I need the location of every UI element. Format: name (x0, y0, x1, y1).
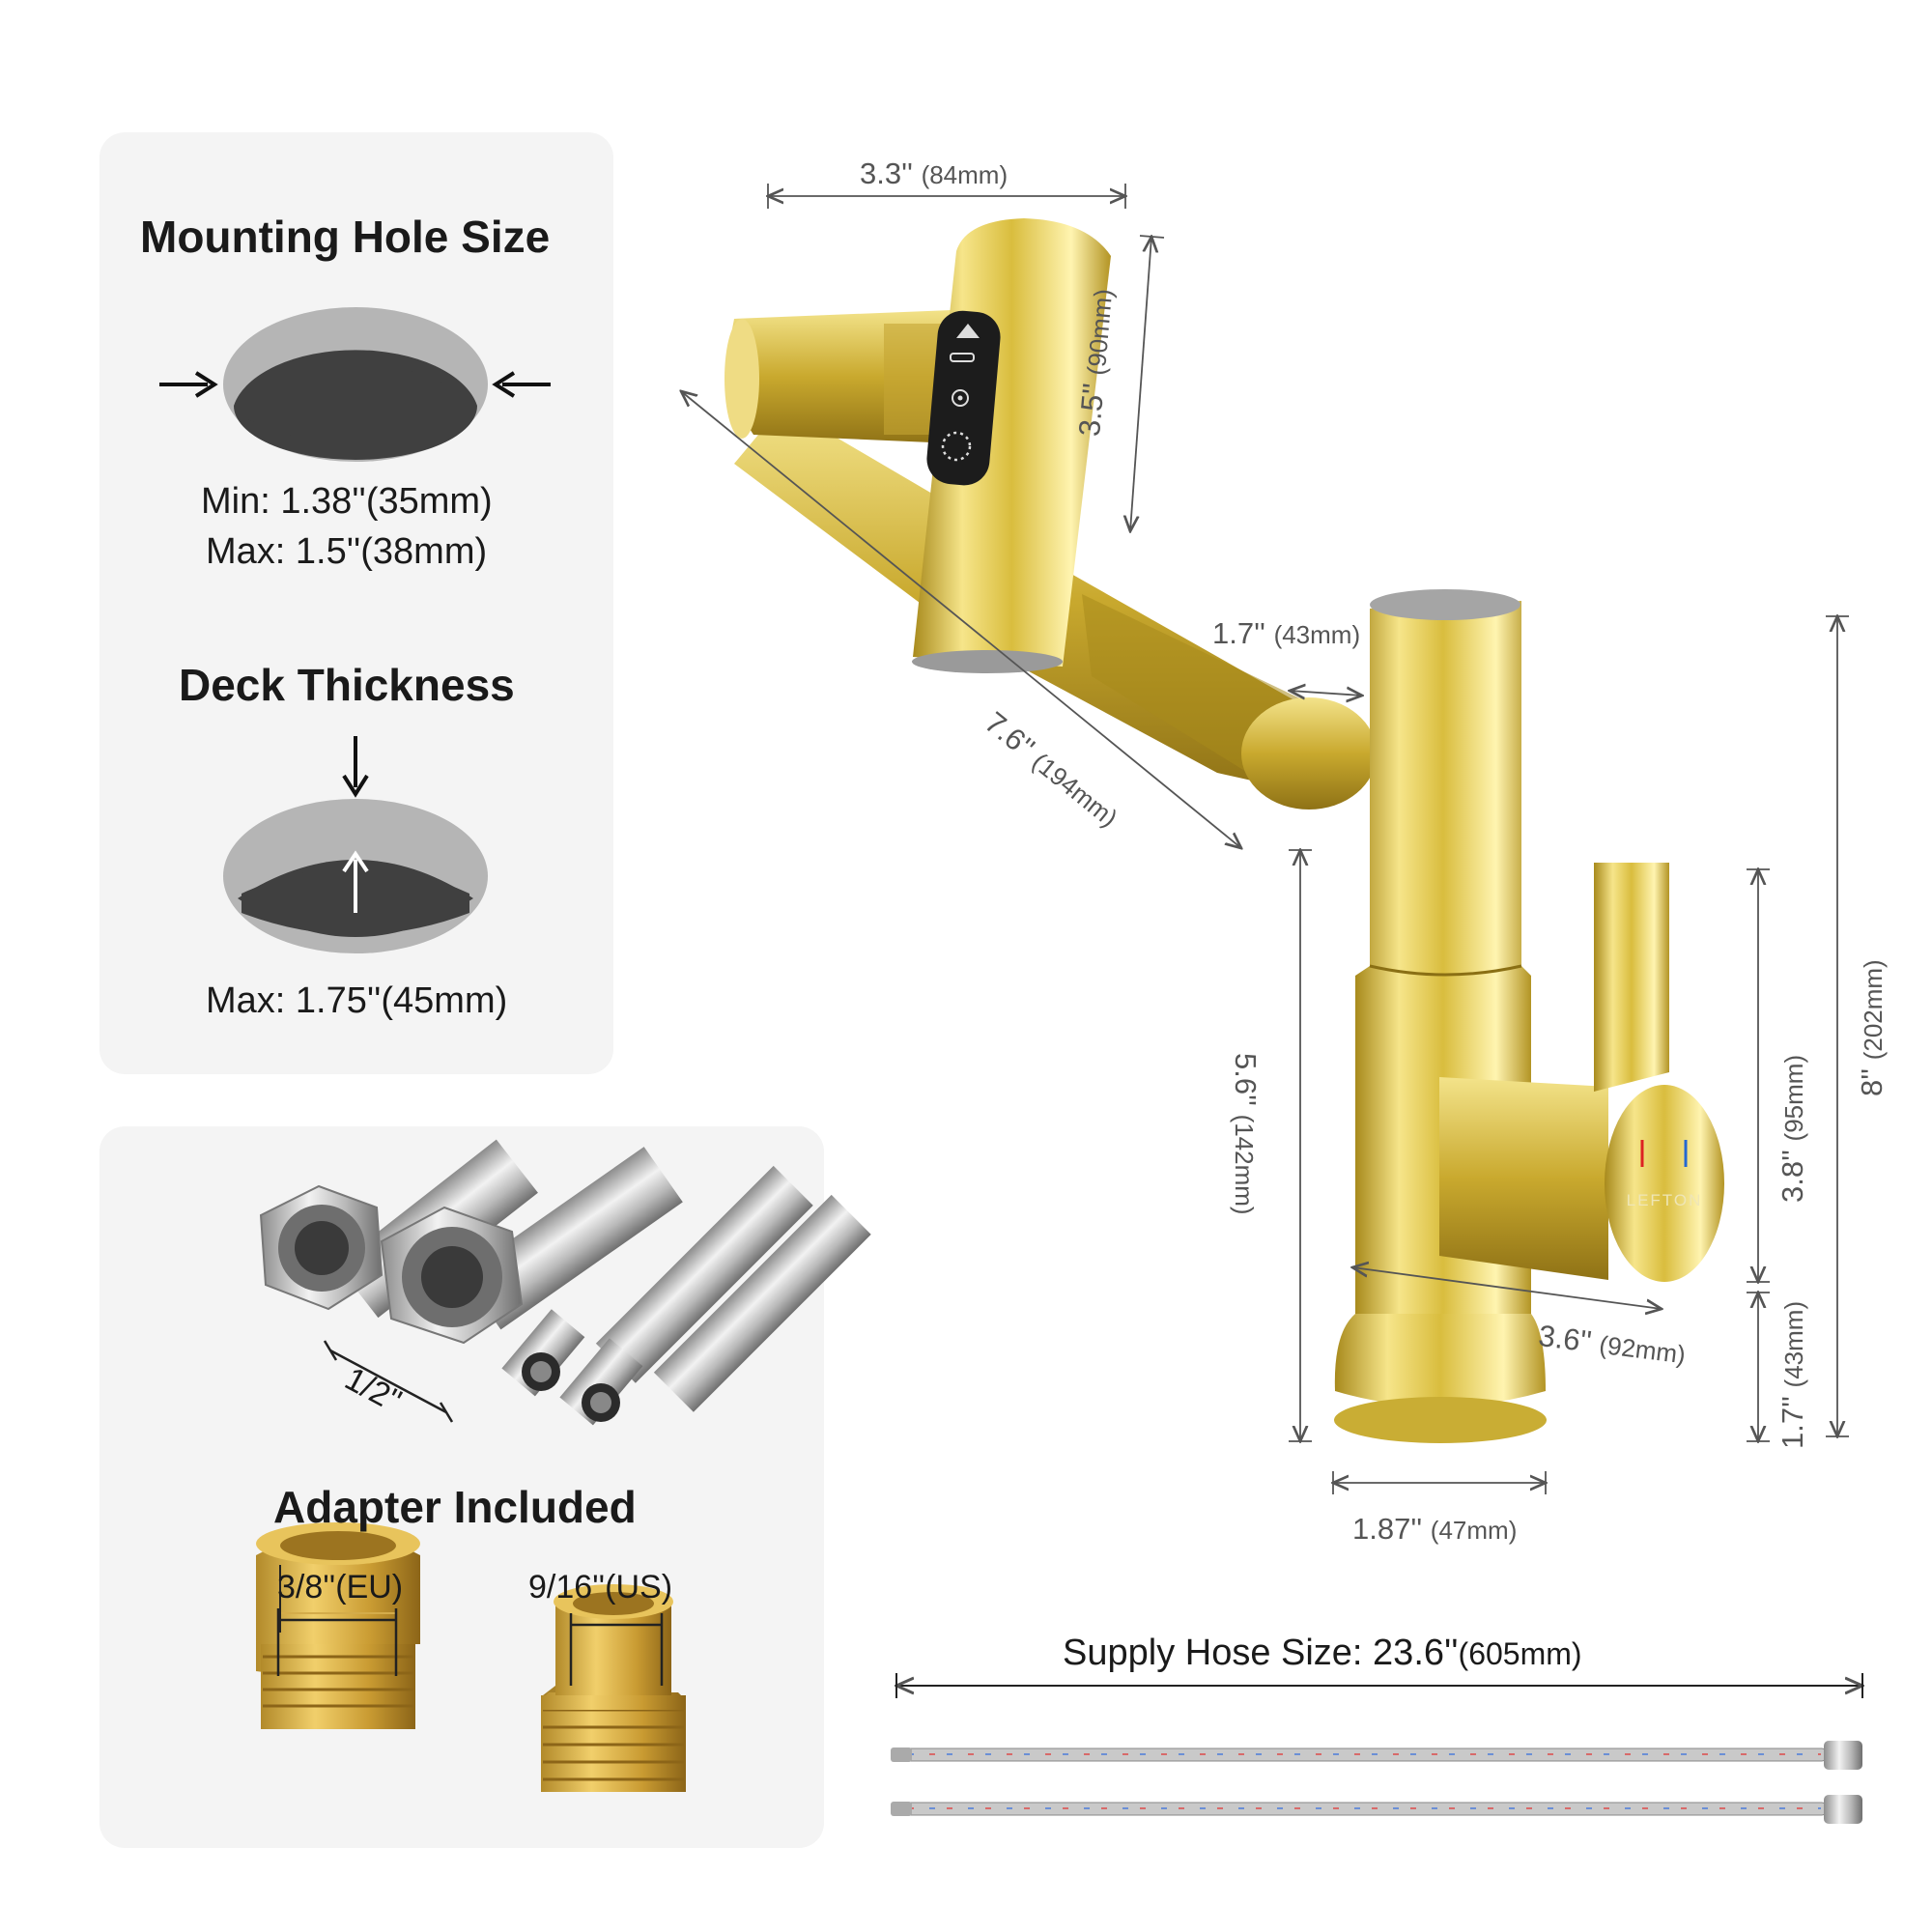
dim-base-to-handle: 1.7'' (43mm) (1776, 1300, 1809, 1449)
arrow-up-icon (342, 850, 369, 913)
deck-thickness-title: Deck Thickness (179, 660, 515, 710)
adapter-dimension-lines (276, 1608, 664, 1686)
adapter-eu-label: 3/8''(EU) (277, 1569, 404, 1605)
adapter-us-image (541, 1584, 686, 1792)
faucet-image (724, 218, 1724, 1443)
supply-hose-dimension-line (896, 1673, 1862, 1698)
supply-hose-size: Supply Hose Size: 23.6''(605mm) (1063, 1633, 1582, 1673)
adapter-us-label: 9/16''(US) (528, 1569, 673, 1605)
arrow-down-icon (342, 736, 369, 798)
dim-total-height: 8'' (202mm) (1855, 959, 1889, 1096)
dim-spout-height: 5.6'' (142mm) (1229, 1053, 1263, 1215)
brand-logo: LEFTON (1627, 1191, 1703, 1209)
mounting-hole-icon (223, 307, 488, 462)
dim-spout-head-width: 3.3'' (84mm) (860, 156, 1009, 190)
adapter-eu-image (256, 1522, 420, 1729)
dim-handle-height: 3.8'' (95mm) (1776, 1054, 1809, 1203)
supply-hose-image (891, 1741, 1862, 1824)
adapter-title: Adapter Included (273, 1482, 637, 1532)
arrow-left-icon (492, 371, 551, 398)
faucet-dimension-lines (681, 184, 1849, 1494)
mounting-hole-max: Max: 1.5''(38mm) (206, 531, 488, 572)
dim-arm-offset: 1.7'' (43mm) (1212, 616, 1361, 650)
dim-base-diameter: 1.87'' (47mm) (1352, 1512, 1518, 1546)
arrow-right-icon (159, 371, 218, 398)
deck-thickness-max: Max: 1.75''(45mm) (206, 980, 508, 1021)
mounting-hole-title: Mounting Hole Size (140, 212, 551, 262)
mounting-hole-min: Min: 1.38''(35mm) (201, 481, 493, 522)
hose-connectors-image (259, 1139, 871, 1426)
